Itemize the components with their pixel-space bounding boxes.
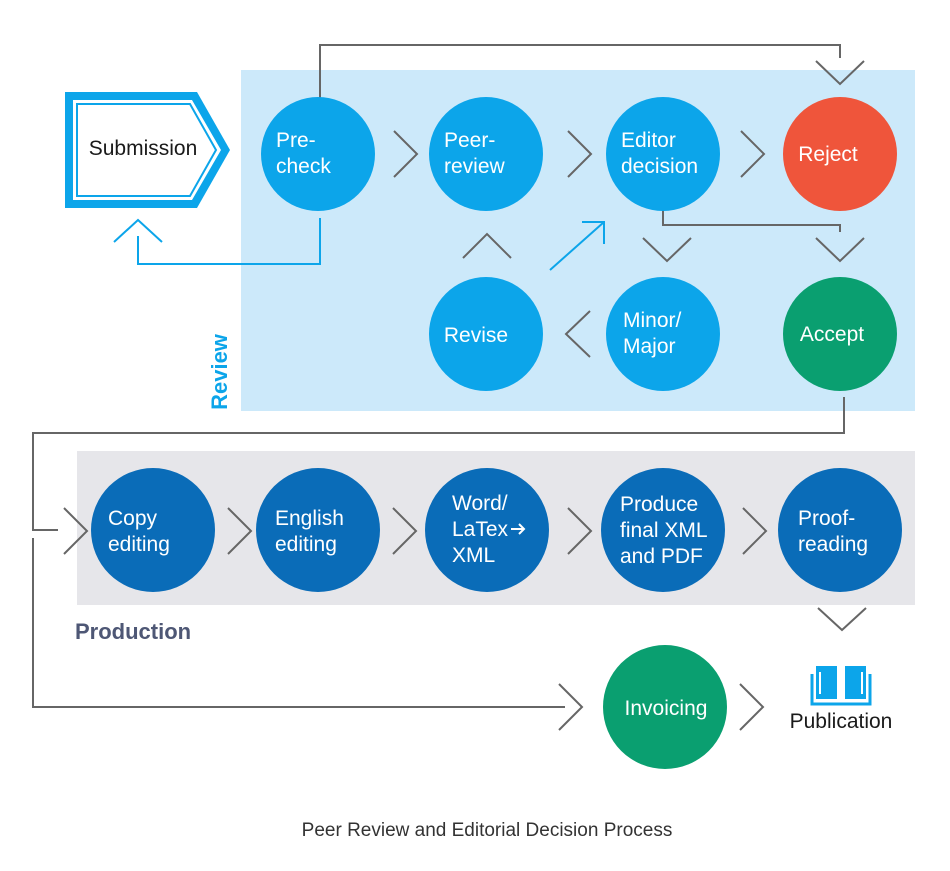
right-arrow-icon [511,523,526,535]
production-section-label: Production [75,619,191,644]
connector-precheck-to-reject [319,44,841,103]
svg-text:Invoicing: Invoicing [625,697,708,720]
word-latex-xml-node: Word/ LaTex XML [425,468,549,592]
svg-text:Revise: Revise [444,324,508,347]
node-label-line: XML [452,544,495,567]
reject-node: Reject [783,97,897,211]
submission-node: Submission [65,92,230,208]
node-label-line: Revise [444,324,508,347]
node-label-line: decision [621,155,698,178]
node-label-line: Invoicing [625,697,708,720]
node-label-line: Copy [108,507,158,530]
diagonal-arrow-icon [549,221,605,271]
chevron-right-icon [558,683,584,731]
chevron-down-icon [817,607,867,632]
chevron-left-icon [564,310,591,358]
connector-editor-to-accept [662,208,841,232]
accept-node: Accept [783,277,897,391]
minor-major-node: Minor/ Major [606,277,720,391]
chevron-right-icon [227,507,253,555]
node-label-line: Proof- [798,507,855,530]
node-label-line: review [444,155,506,178]
copy-editing-node: Copy editing [91,468,215,592]
node-label-line: reading [798,533,868,556]
connector-precheck-back-to-submission [137,218,321,265]
chevron-down-icon [815,60,865,86]
node-label-line: and PDF [620,545,703,568]
chevron-right-icon [393,130,419,178]
chevron-down-icon [815,237,865,263]
svg-text:Reject: Reject [798,143,858,166]
svg-text:Accept: Accept [800,323,864,346]
connector-accept-to-production [32,397,845,531]
svg-text:Proof- reading: Proof- reading [798,507,868,556]
node-label-line: editing [108,533,170,556]
node-label-line: Pre- [276,129,316,152]
node-label-line: Word/ [452,492,508,515]
produce-final-node: Produce final XML and PDF [601,468,725,592]
chevron-up-icon [113,218,163,243]
svg-text:Editor decision: Editor decision [621,129,698,178]
chevron-up-icon [462,232,512,259]
node-label-line: Peer- [444,129,495,152]
node-label-line: Produce [620,493,698,516]
chevron-right-icon [567,130,593,178]
node-label-line: Submission [89,137,198,160]
revise-node: Revise [429,277,543,391]
svg-text:Produce final XML: Produce final XML and PDF [620,493,713,568]
invoicing-node: Invoicing [603,645,727,769]
svg-text:English editing: English editing [275,507,350,556]
node-label-line: Reject [798,143,858,166]
open-book-icon [810,666,872,706]
svg-text:Peer- review: Peer- review [444,129,506,178]
chevron-right-icon [740,130,766,178]
chevron-down-icon [642,237,692,263]
chevron-right-icon [567,507,593,555]
svg-text:Copy editing: Copy editing [108,507,170,556]
editor-decision-node: Editor decision [606,97,720,211]
svg-text:Pre- check: Pre- check [276,129,331,178]
node-label-line: English [275,507,344,530]
figure-caption: Peer Review and Editorial Decision Proce… [302,820,673,841]
publication-label: Publication [790,710,893,733]
node-label-line: LaTex [452,518,509,541]
chevron-right-icon [63,507,89,555]
node-label-line: check [276,155,331,178]
svg-text:Word/ LaTex XML: Word/ LaTex XML [452,492,514,567]
chevron-right-icon [742,507,768,555]
svg-text:Minor/ Major: Minor/ Major [623,309,687,358]
english-editing-node: English editing [256,468,380,592]
review-section-label: Review [207,333,232,410]
precheck-node: Pre- check [261,97,375,211]
connector-to-invoicing [32,538,565,708]
chevron-right-icon [739,683,765,731]
node-label-line: Minor/ [623,309,682,332]
node-label-line: Editor [621,129,676,152]
peer-review-node: Peer- review [429,97,543,211]
proofreading-node: Proof- reading [778,468,902,592]
chevron-right-icon [392,507,418,555]
node-label-line: Accept [800,323,864,346]
node-label-line: final XML [620,519,707,542]
svg-text:Submission: Submission [89,137,198,160]
node-label-line: Major [623,335,676,358]
node-label-line: editing [275,533,337,556]
